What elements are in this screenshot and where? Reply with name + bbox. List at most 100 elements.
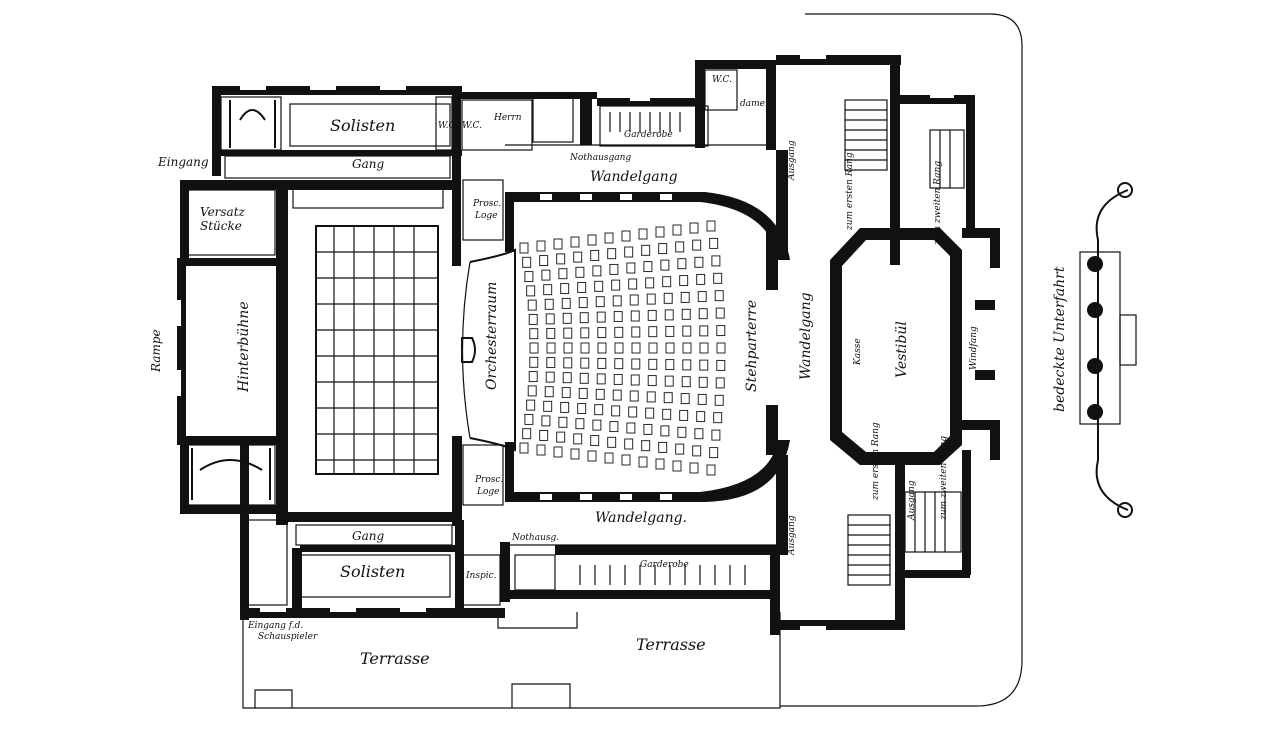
seat	[628, 406, 638, 418]
seat	[716, 342, 726, 354]
seat	[578, 387, 588, 399]
seat	[663, 392, 673, 404]
seat	[696, 273, 706, 285]
window-openings	[177, 55, 954, 630]
seat	[645, 407, 655, 419]
label-zum-zweiten-rang-top: zum zweiten Rang	[933, 161, 943, 246]
label-eingang: Eingang	[157, 155, 209, 169]
label-wandelgang-top: Wandelgang	[590, 169, 678, 185]
seat	[713, 272, 723, 284]
label-nothausgang: Nothausgang	[569, 153, 631, 163]
seat	[597, 327, 607, 339]
seat	[563, 357, 573, 369]
seat	[570, 448, 580, 460]
seat	[556, 253, 566, 265]
label-garderobe-bottom: Garderobe	[640, 560, 689, 570]
seat	[544, 298, 554, 310]
seat	[621, 454, 631, 466]
label-ausgang-top: Ausgang	[787, 140, 797, 181]
seat	[630, 310, 640, 322]
seat	[590, 435, 600, 447]
seat	[646, 293, 656, 305]
seat	[553, 446, 563, 458]
seat	[647, 309, 657, 321]
seat	[579, 372, 589, 384]
seat	[677, 258, 687, 270]
seat	[596, 373, 606, 385]
orchestra-pit-rail	[461, 261, 471, 439]
seat	[575, 266, 585, 278]
seat	[697, 291, 707, 303]
terrace-steps-outline	[254, 612, 578, 708]
seat	[539, 429, 549, 441]
label-rampe: Rampe	[149, 329, 163, 373]
seat	[526, 285, 536, 297]
seat	[527, 385, 537, 397]
seat	[682, 325, 692, 337]
seat	[664, 309, 674, 321]
seat	[662, 276, 672, 288]
seat	[614, 342, 624, 354]
seat	[611, 279, 621, 291]
orchestra-pit-edge	[469, 248, 516, 452]
seat	[699, 325, 709, 337]
seat	[648, 326, 658, 338]
label-eingang-schauspieler-1: Eingang f.d.	[247, 621, 303, 631]
seat	[536, 444, 546, 456]
seat	[681, 308, 691, 320]
label-zum-ersten-rang-bottom: zum ersten Rang	[871, 422, 881, 501]
seat	[621, 230, 631, 242]
seat	[545, 371, 555, 383]
label-versatz: Versatz	[200, 205, 246, 219]
seat	[541, 269, 551, 281]
seat	[604, 452, 614, 464]
label-prosc-loge-bot-2: Loge	[476, 487, 499, 497]
prompter-box	[461, 337, 476, 363]
seat	[664, 375, 674, 387]
label-wc-2: W.C.	[462, 121, 482, 131]
seat	[714, 394, 724, 406]
seat	[665, 325, 675, 337]
seat	[630, 374, 640, 386]
seat	[573, 433, 583, 445]
seat	[579, 312, 589, 324]
seat	[539, 255, 549, 267]
seat	[614, 358, 624, 370]
seat	[658, 243, 668, 255]
seat	[662, 408, 672, 420]
seat	[682, 342, 692, 354]
seat	[607, 436, 617, 448]
seat	[587, 234, 597, 246]
seat	[595, 296, 605, 308]
label-windfang: Windfang	[969, 326, 979, 370]
label-prosc-loge-top-2: Loge	[474, 211, 497, 221]
seat	[570, 236, 580, 248]
seat	[553, 238, 563, 250]
seat	[711, 429, 721, 441]
seat	[612, 389, 622, 401]
seat	[696, 411, 706, 423]
seat	[541, 415, 551, 427]
seat	[713, 412, 723, 424]
seat	[680, 393, 690, 405]
seat	[715, 307, 725, 319]
seat	[709, 447, 719, 459]
seat	[711, 255, 721, 267]
seat	[629, 294, 639, 306]
interior-partitions	[184, 69, 776, 606]
seat	[631, 326, 641, 338]
seat	[689, 222, 699, 234]
seat	[643, 423, 653, 435]
seat	[694, 256, 704, 268]
seat	[560, 401, 570, 413]
seat	[706, 464, 716, 476]
label-zum-ersten-rang-top: zum ersten Rang	[845, 152, 855, 231]
seat	[648, 358, 658, 370]
seat	[543, 400, 553, 412]
label-hinterbuhne: Hinterbühne	[236, 301, 252, 393]
seat	[716, 325, 726, 337]
seat	[697, 393, 707, 405]
seat	[679, 409, 689, 421]
seat	[692, 239, 702, 251]
seat	[558, 416, 568, 428]
